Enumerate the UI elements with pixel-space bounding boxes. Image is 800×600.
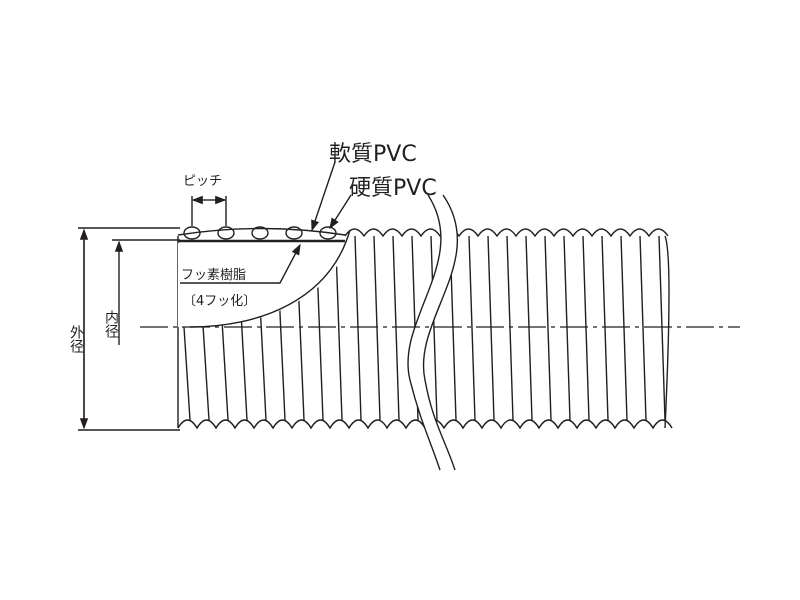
top-edge: [344, 228, 669, 238]
ptfe-note-label: 〔4フッ化〕: [183, 294, 257, 309]
soft-pvc-label: 軟質PVC: [329, 142, 417, 167]
rib-line: [563, 235, 571, 421]
rib-line: [392, 235, 400, 421]
rib-line: [468, 235, 476, 421]
rib-line: [202, 325, 210, 421]
rib-line: [582, 235, 590, 421]
break-line-right: [422, 194, 459, 471]
rib-line: [335, 249, 343, 421]
hose-right-end: [664, 235, 670, 429]
rib-line: [525, 235, 533, 421]
rib-line: [221, 320, 229, 421]
rib-line: [506, 235, 514, 421]
cutaway-fill: [178, 243, 348, 327]
rib-line: [297, 278, 305, 421]
rib-line: [544, 235, 552, 421]
rib-line: [278, 291, 286, 421]
hard-pvc-leader: [329, 194, 352, 230]
rib-line: [316, 264, 324, 421]
fluororesin-leader: [180, 243, 301, 284]
cutaway-curve-line: [189, 229, 351, 328]
hard-pvc-label: 硬質PVC: [349, 176, 437, 201]
rib-line: [620, 235, 628, 421]
soft-pvc-leader: [311, 161, 336, 232]
rib-line: [240, 312, 248, 421]
rib-line: [639, 235, 647, 421]
pitch-label: ピッチ: [183, 174, 223, 189]
fluororesin-label: フッ素樹脂: [181, 268, 247, 283]
rib-line: [373, 235, 381, 421]
break-band: [407, 195, 458, 470]
outer-diameter-label: 外径: [68, 325, 84, 353]
rib-line: [183, 326, 191, 421]
rib-line: [658, 235, 666, 421]
soft-pvc-outline: [177, 227, 346, 236]
rib-line: [259, 302, 267, 421]
rib-line: [601, 235, 609, 421]
break-line-left: [407, 194, 442, 471]
inner-diameter-label: 内径: [103, 310, 119, 338]
hard-pvc-wire: [251, 226, 269, 240]
rib-line: [430, 235, 438, 421]
rib-line: [487, 235, 495, 421]
rib-line: [354, 235, 362, 421]
